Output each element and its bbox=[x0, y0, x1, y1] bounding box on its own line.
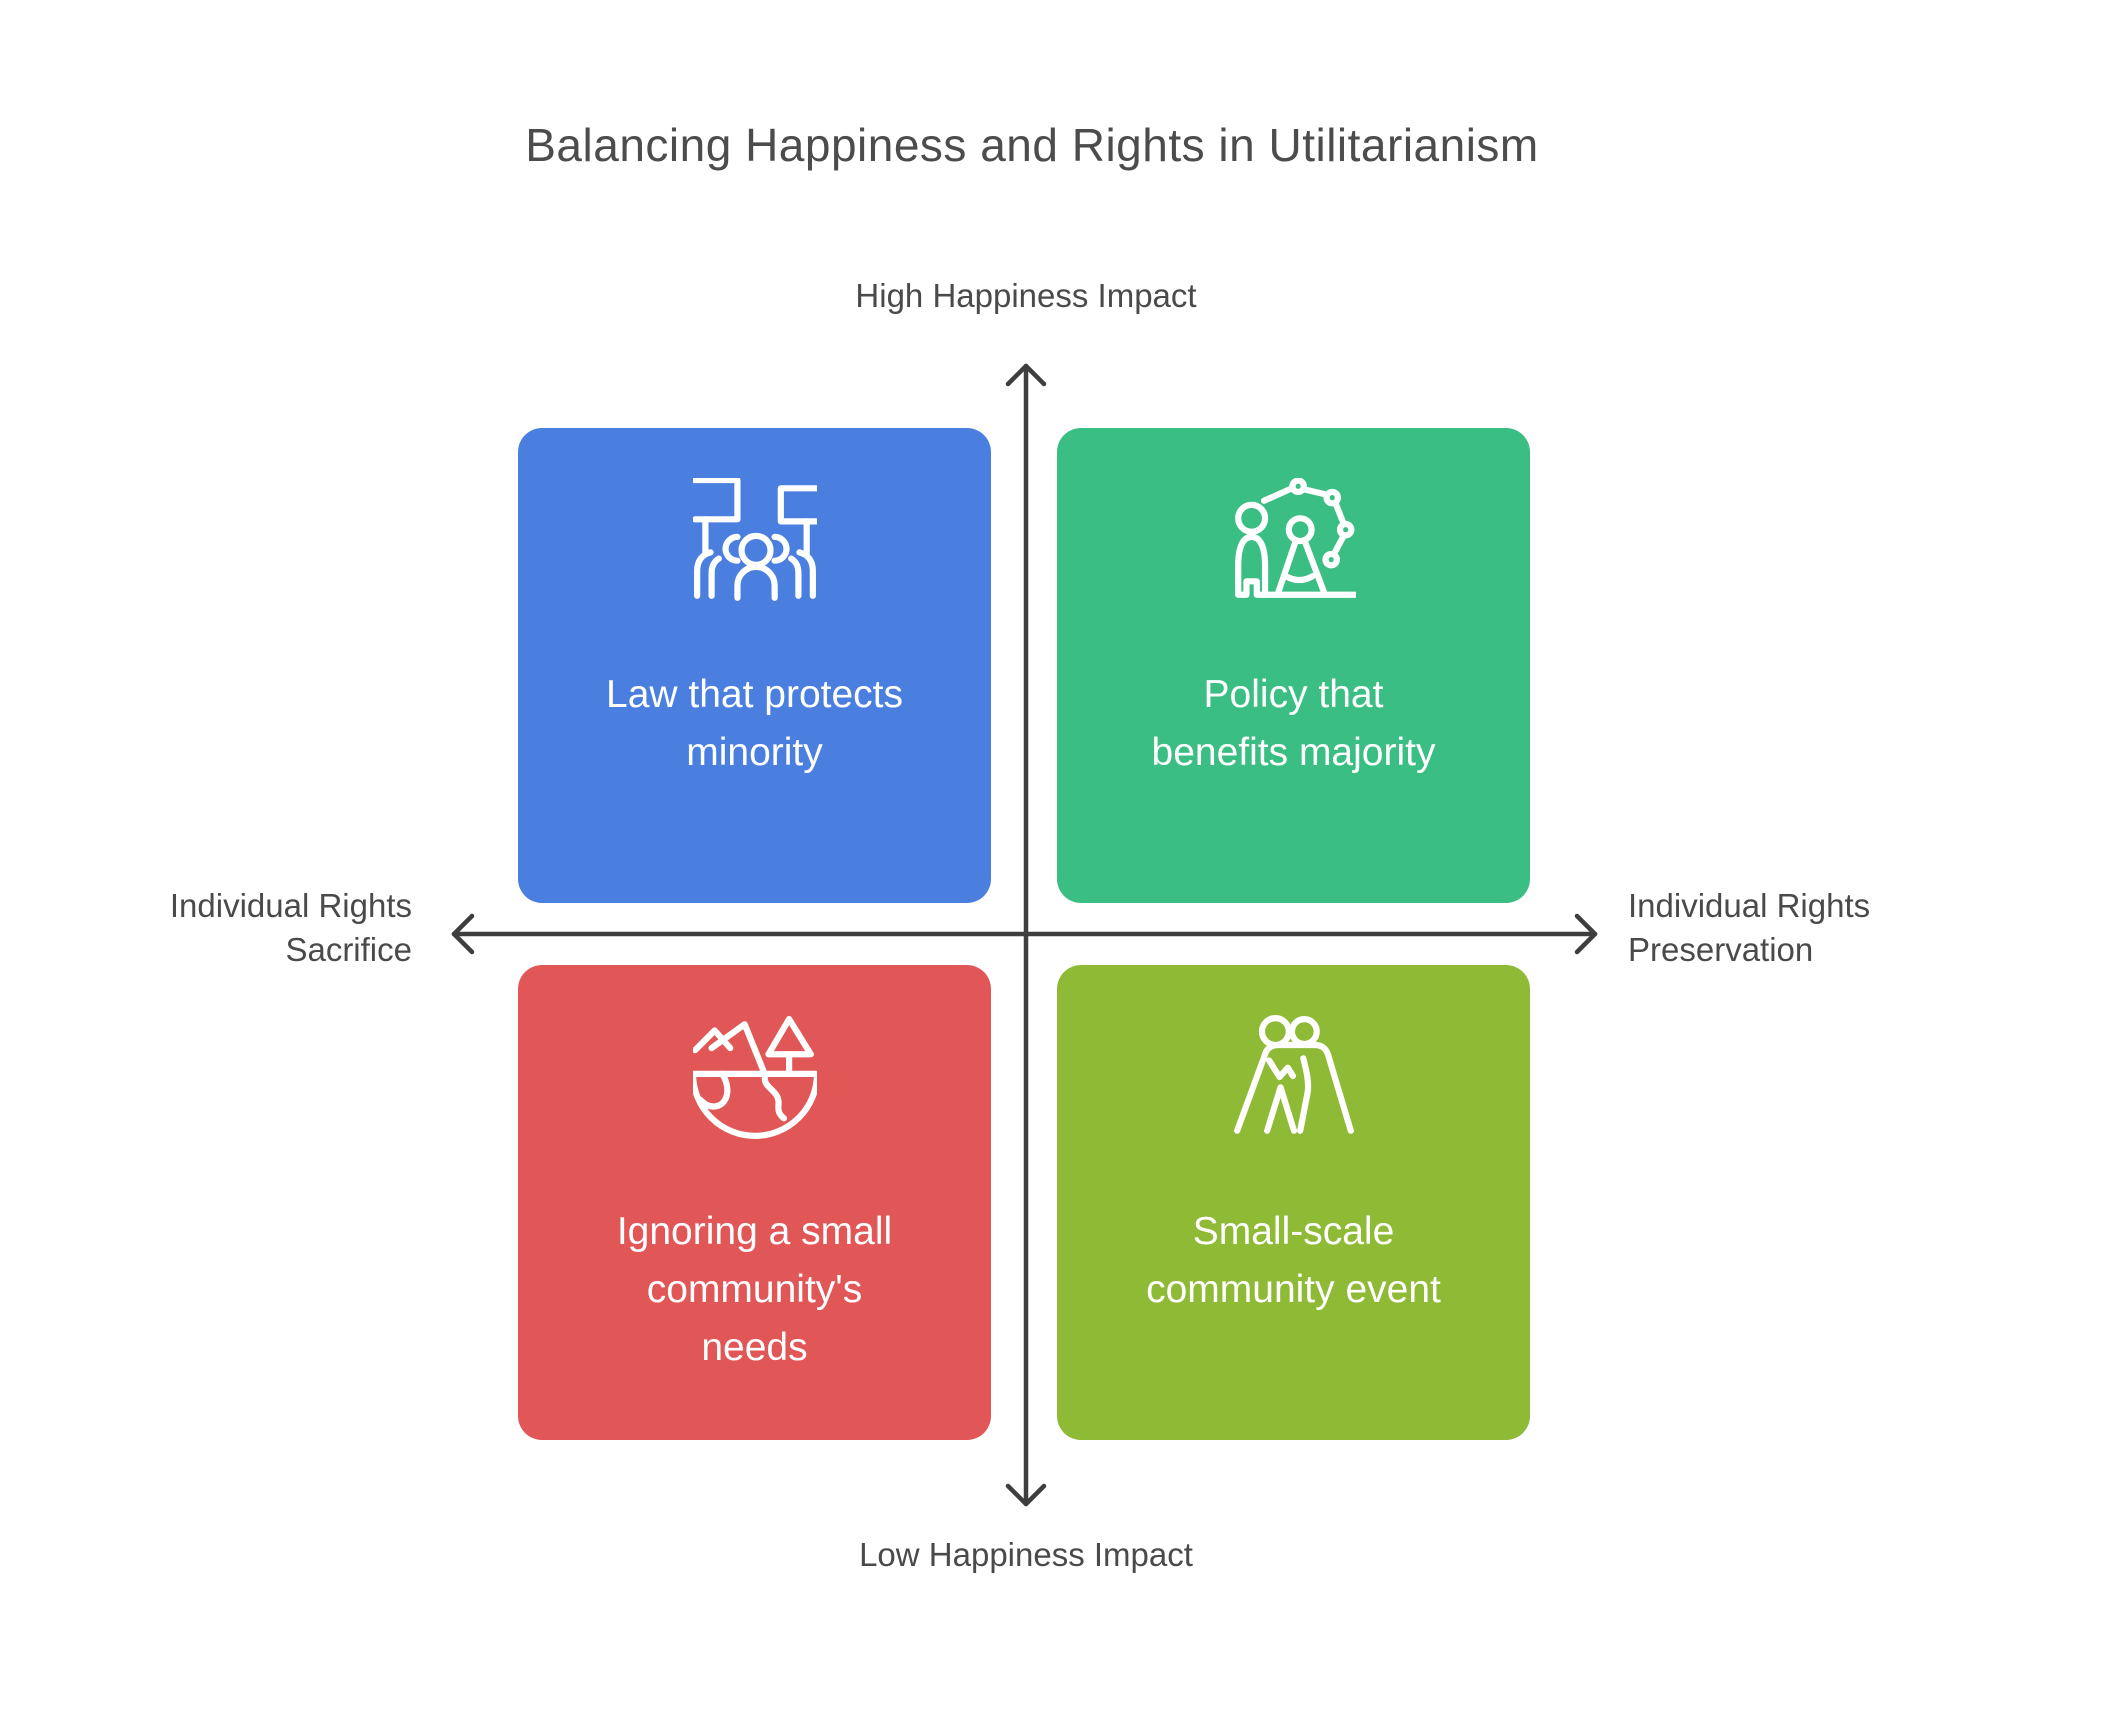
protest-crowd-icon bbox=[689, 476, 820, 602]
person-network-icon bbox=[1232, 477, 1358, 602]
globe-nature-icon bbox=[689, 1015, 820, 1139]
axis-label-rights-preservation: Individual Rights Preservation bbox=[1628, 884, 1870, 972]
arrow-up-icon bbox=[1005, 363, 1047, 387]
quadrant-label-line: Small-scale bbox=[1192, 1210, 1395, 1253]
quadrant-label-line: Ignoring a small bbox=[616, 1210, 893, 1253]
quadrant-label-line: minority bbox=[686, 731, 823, 774]
quadrant-label: Law that protects minority bbox=[518, 666, 991, 782]
quadrant-label: Small-scale community event bbox=[1057, 1203, 1530, 1319]
axis-label-line: Individual Rights bbox=[1628, 887, 1871, 924]
quadrant-small-scale-event: Small-scale community event bbox=[1057, 965, 1530, 1440]
horizontal-axis bbox=[451, 913, 1598, 955]
quadrant-ignoring-community-needs: Ignoring a small community's needs bbox=[518, 965, 991, 1440]
axis-label-low-happiness: Low Happiness Impact bbox=[859, 1536, 1193, 1573]
arrow-down-icon bbox=[1005, 1483, 1047, 1507]
quadrant-law-protects-minority: Law that protects minority bbox=[518, 428, 991, 903]
quadrant-label-line: benefits majority bbox=[1151, 731, 1436, 774]
axis-label-rights-sacrifice: Individual Rights Sacrifice bbox=[0, 884, 412, 972]
quadrant-label-line: Policy that bbox=[1203, 673, 1384, 716]
axis-label-line: Preservation bbox=[1628, 931, 1814, 968]
axis-label-line: Individual Rights bbox=[169, 887, 412, 924]
quadrant-policy-benefits-majority: Policy that benefits majority bbox=[1057, 428, 1530, 903]
people-hug-icon bbox=[1232, 1015, 1356, 1139]
quadrant-label: Ignoring a small community's needs bbox=[518, 1203, 991, 1377]
quadrant-label-line: needs bbox=[701, 1326, 808, 1369]
axis-label-high-happiness: High Happiness Impact bbox=[855, 277, 1197, 314]
page-title: Balancing Happiness and Rights in Utilit… bbox=[525, 119, 1539, 171]
axis-label-line: Sacrifice bbox=[285, 931, 412, 968]
quadrant-label: Policy that benefits majority bbox=[1057, 666, 1530, 782]
quadrant-label-line: community event bbox=[1146, 1268, 1441, 1311]
quadrant-label-line: Law that protects bbox=[606, 673, 903, 716]
arrow-left-icon bbox=[451, 913, 475, 955]
arrow-right-icon bbox=[1574, 913, 1598, 955]
quadrant-label-line: community's bbox=[646, 1268, 863, 1311]
